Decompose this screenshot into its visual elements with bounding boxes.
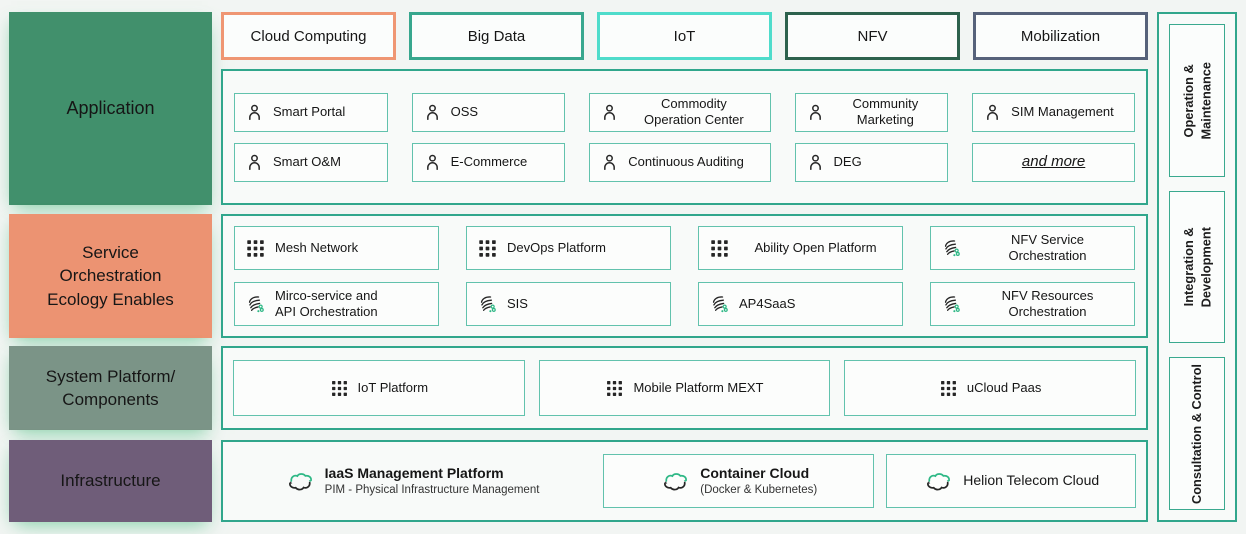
chip-cloud-computing: Cloud Computing (221, 12, 396, 60)
person-icon (983, 103, 1002, 122)
main-column: Cloud Computing Big Data IoT NFV Mobiliz… (221, 12, 1148, 522)
chip-nfv: NFV (785, 12, 960, 60)
orchestration-icon (245, 294, 266, 315)
app-item-and-more: and more (972, 142, 1135, 182)
application-panel: Smart Portal OSS Commodity Operation Cen… (221, 69, 1148, 205)
technology-chips-row: Cloud Computing Big Data IoT NFV Mobiliz… (221, 12, 1148, 60)
app-item-community-marketing: Community Marketing (794, 92, 949, 132)
svc-item-sis: SIS (466, 282, 671, 326)
chip-big-data: Big Data (409, 12, 584, 60)
person-icon (806, 153, 825, 172)
layer-label-infrastructure: Infrastructure (9, 440, 212, 522)
chip-mobilization: Mobilization (973, 12, 1148, 60)
system-platform-panel: IoT Platform Mobile Platform MEXT uCloud… (221, 346, 1148, 430)
app-item-smart-om: Smart O&M (234, 142, 388, 182)
platform-item-ucloud-paas: uCloud Paas (844, 360, 1136, 416)
chip-iot: IoT (597, 12, 772, 60)
app-item-sim-management: SIM Management (972, 92, 1135, 132)
orchestration-icon (709, 294, 730, 315)
infra-item-container-cloud: Container Cloud (Docker & Kubernetes) (603, 454, 875, 508)
person-icon (600, 103, 619, 122)
person-icon (423, 153, 442, 172)
orchestration-icon (941, 238, 962, 259)
infrastructure-grid: IaaS Management Platform PIM - Physical … (233, 454, 1136, 508)
person-icon (600, 153, 619, 172)
orchestration-icon (941, 294, 962, 315)
person-icon (423, 103, 442, 122)
grid-icon (477, 238, 498, 259)
right-column: Operation & Maintenance Integration & De… (1157, 12, 1237, 522)
svc-item-devops-platform: DevOps Platform (466, 226, 671, 270)
application-grid: Smart Portal OSS Commodity Operation Cen… (234, 92, 1135, 182)
cloud-sync-icon (660, 470, 691, 493)
cloud-sync-icon (285, 470, 316, 493)
orchestration-icon (477, 294, 498, 315)
app-item-smart-portal: Smart Portal (234, 92, 388, 132)
service-orchestration-panel: Mesh Network DevOps Platform Ability Ope… (221, 214, 1148, 338)
layer-label-service-orchestration: Service Orchestration Ecology Enables (9, 214, 212, 338)
app-item-commodity-operation-center: Commodity Operation Center (589, 92, 771, 132)
right-label-operation-maintenance: Operation & Maintenance (1169, 24, 1225, 177)
grid-icon (709, 238, 730, 259)
grid-icon (330, 379, 349, 398)
cloud-sync-icon (923, 470, 954, 493)
app-item-deg: DEG (794, 142, 949, 182)
platform-grid: IoT Platform Mobile Platform MEXT uCloud… (233, 360, 1136, 416)
infrastructure-panel: IaaS Management Platform PIM - Physical … (221, 440, 1148, 522)
svc-item-ability-open-platform: Ability Open Platform (698, 226, 903, 270)
app-item-e-commerce: E-Commerce (411, 142, 566, 182)
person-icon (806, 103, 825, 122)
person-icon (245, 153, 264, 172)
layer-label-column: Application Service Orchestration Ecolog… (9, 12, 212, 522)
infra-item-iaas-management-platform: IaaS Management Platform PIM - Physical … (233, 454, 591, 508)
layer-label-system-platform: System Platform/ Components (9, 346, 212, 430)
svc-item-ap4saas: AP4SaaS (698, 282, 903, 326)
svc-item-mirco-service-api-orchestration: Mirco-service and API Orchestration (234, 282, 439, 326)
right-label-consultation-control: Consultation & Control (1169, 357, 1225, 511)
grid-icon (245, 238, 266, 259)
right-outer-panel: Operation & Maintenance Integration & De… (1157, 12, 1237, 522)
svc-item-mesh-network: Mesh Network (234, 226, 439, 270)
svc-item-nfv-resources-orchestration: NFV Resources Orchestration (930, 282, 1135, 326)
infra-item-helion-telecom-cloud: Helion Telecom Cloud (886, 454, 1136, 508)
platform-item-mobile-platform-mext: Mobile Platform MEXT (538, 360, 831, 416)
grid-icon (939, 379, 958, 398)
right-label-integration-development: Integration & Development (1169, 190, 1225, 344)
layer-label-application: Application (9, 12, 212, 205)
svc-item-nfv-service-orchestration: NFV Service Orchestration (930, 226, 1135, 270)
app-item-oss: OSS (411, 92, 566, 132)
grid-icon (605, 379, 624, 398)
service-grid: Mesh Network DevOps Platform Ability Ope… (234, 226, 1135, 326)
platform-item-iot-platform: IoT Platform (233, 360, 525, 416)
person-icon (245, 103, 264, 122)
app-item-continuous-auditing: Continuous Auditing (589, 142, 771, 182)
